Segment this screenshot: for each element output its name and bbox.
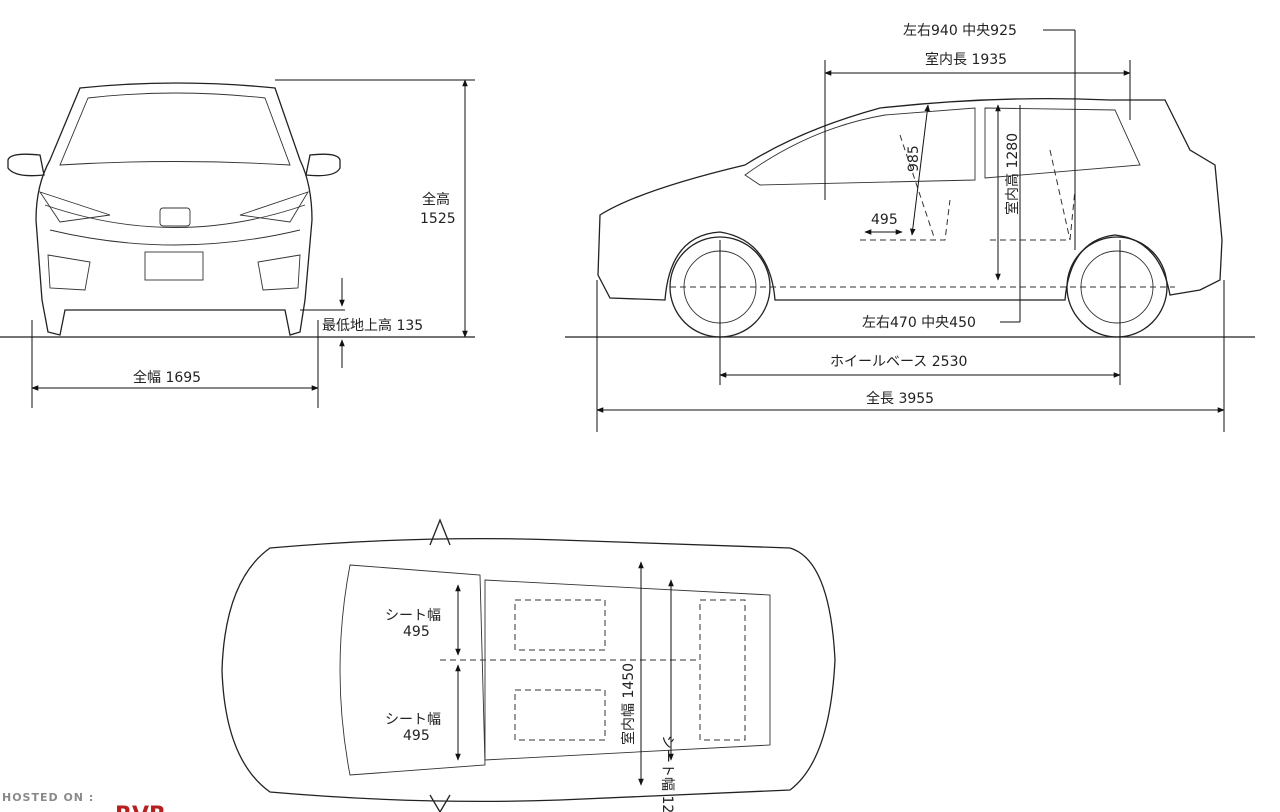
fog-lamps bbox=[47, 254, 301, 291]
height-label: 全高 bbox=[422, 191, 450, 208]
seat-outlines-top bbox=[514, 599, 746, 741]
side-body bbox=[597, 97, 1223, 301]
seat-offset-label: 495 bbox=[871, 212, 898, 228]
headlights bbox=[38, 191, 310, 223]
interior-length-label: 室内長 1935 bbox=[925, 51, 1007, 68]
windshield-top bbox=[339, 564, 486, 776]
top-view: シート幅 495 シート幅 495 室内幅 1450 シート幅 1250 bbox=[221, 518, 836, 812]
rear-seat-width-label: シート幅 1250 bbox=[659, 735, 675, 812]
watermark-hosted-on: HOSTED ON : bbox=[2, 791, 94, 804]
side-mirrors bbox=[7, 153, 341, 177]
height-value: 1525 bbox=[420, 211, 456, 227]
front-view: 全高 1525 最低地上高 135 全幅 1695 bbox=[0, 79, 475, 408]
headroom-bottom-label: 左右470 中央450 bbox=[862, 315, 976, 331]
mirrors-top bbox=[429, 518, 451, 812]
interior-height-label: 室内高 1280 bbox=[1004, 133, 1021, 215]
headroom-top-label: 左右940 中央925 bbox=[903, 23, 1017, 39]
width-label: 全幅 1695 bbox=[133, 369, 201, 386]
seat-width-value-1: 495 bbox=[403, 624, 430, 640]
seat-width-value-2: 495 bbox=[403, 728, 430, 744]
grille-emblem bbox=[159, 207, 191, 227]
front-window bbox=[744, 107, 976, 186]
ground-clearance-label: 最低地上高 135 bbox=[322, 317, 423, 334]
front-height-label: 985 bbox=[906, 145, 922, 172]
windshield bbox=[59, 92, 291, 166]
seat-width-label-1: シート幅 bbox=[385, 608, 441, 624]
wheelbase-label: ホイールベース 2530 bbox=[830, 354, 967, 370]
top-body bbox=[221, 537, 836, 803]
rear-wheel bbox=[1066, 236, 1168, 338]
side-view: 左右940 中央925 室内長 1935 985 室内高 1280 495 左右… bbox=[565, 23, 1255, 432]
license-plate bbox=[144, 251, 204, 281]
front-body bbox=[35, 82, 313, 336]
seat-width-label-2: シート幅 bbox=[385, 712, 441, 728]
rear-window bbox=[984, 107, 1141, 179]
length-label: 全長 3955 bbox=[866, 390, 934, 407]
roof bbox=[484, 579, 771, 761]
interior-width-label: 室内幅 1450 bbox=[620, 663, 637, 745]
seat-outlines bbox=[860, 134, 1076, 241]
hosted-on-watermark: HOSTED ON : RVR bbox=[2, 791, 166, 812]
watermark-brand: RVR bbox=[115, 803, 166, 812]
